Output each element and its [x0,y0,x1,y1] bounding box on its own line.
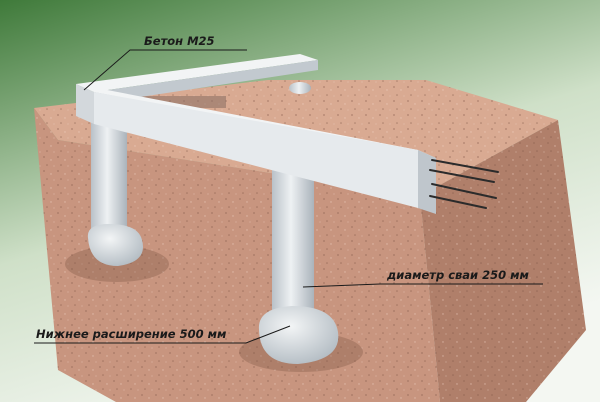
label-pile-diameter: диаметр сваи 250 мм [386,268,530,282]
pile-right-bulb [258,306,339,364]
pile-right-shaft [272,160,314,320]
concrete-grade-beam [76,54,436,214]
leader-bottom-expansion [34,325,291,344]
pile-left-shaft [91,118,127,236]
rebar-2 [429,169,495,183]
rebar-4 [429,195,487,209]
leader-pile-diameter [302,283,543,288]
beam-back-top [76,54,318,92]
rebar-1 [431,159,499,173]
pile-right [239,160,363,372]
label-bottom-expansion: Нижнее расширение 500 мм [36,327,227,341]
pile-left [65,118,169,282]
beam-front-face [94,92,418,208]
leader-concrete [83,49,247,91]
beam-back-side [94,60,318,104]
beam-left-end [76,84,94,124]
rebar-ends [429,159,499,209]
leader-lines [34,49,543,344]
pile-back-top [289,82,311,94]
pile-left-bulb [87,224,143,266]
label-concrete: Бетон М25 [144,34,215,48]
beam-right-end [418,150,436,214]
rebar-3 [431,183,497,199]
